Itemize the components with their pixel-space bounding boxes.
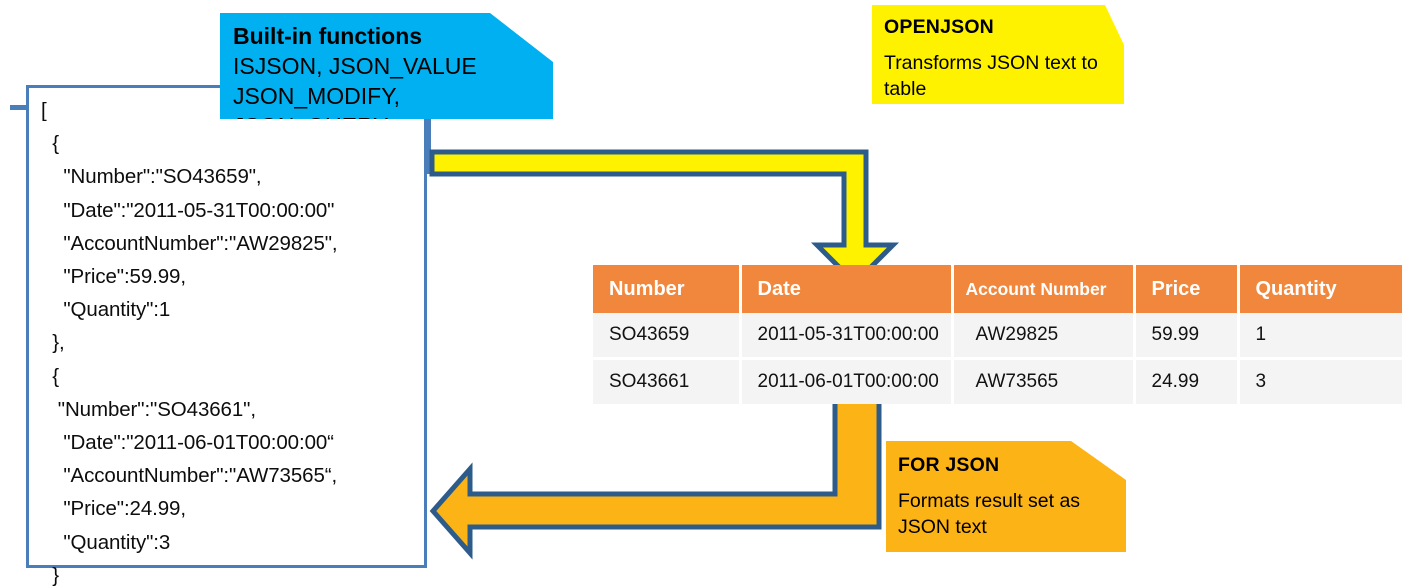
callout-for-json-body: Formats result set as JSON text [898,490,1081,538]
cell-quantity: 3 [1238,358,1402,404]
table-header-row: Number Date Account Number Price Quantit… [593,265,1402,313]
table-to-json-arrow [429,395,882,560]
callout-openjson-body: Transforms JSON text to table [884,52,1098,100]
callout-openjson: OPENJSON Transforms JSON text to table [872,5,1124,104]
callout-built-in-functions-body: ISJSON, JSON_VALUE JSON_MODIFY, JSON_QUE… [233,53,477,119]
callout-for-json: FOR JSON Formats result set as JSON text [886,441,1126,552]
cell-price: 24.99 [1134,358,1240,404]
callout-built-in-functions: Built-in functions ISJSON, JSON_VALUE JS… [220,13,553,119]
json-document-panel: [ { "Number":"SO43659", "Date":"2011-05-… [26,85,427,587]
result-set-table: Number Date Account Number Price Quantit… [593,265,1402,404]
table-row: SO43661 2011-06-01T00:00:00 AW73565 24.9… [593,358,1402,404]
json-document-text: [ { "Number":"SO43659", "Date":"2011-05-… [41,99,338,587]
cell-number: SO43661 [593,358,742,404]
cell-date: 2011-05-31T00:00:00 [740,313,954,360]
callout-openjson-title: OPENJSON [884,16,994,38]
callout-built-in-functions-title: Built-in functions [233,23,423,49]
table-header-price: Price [1134,265,1240,313]
cell-account-number: AW29825 [952,313,1136,360]
cell-price: 59.99 [1134,313,1240,360]
table-header-number: Number [593,265,742,313]
cell-date: 2011-06-01T00:00:00 [740,358,954,404]
cell-number: SO43659 [593,313,742,360]
json-to-table-arrow [429,149,900,287]
table-header-date: Date [740,265,954,313]
table-header-quantity: Quantity [1238,265,1402,313]
table-header-account-number: Account Number [952,265,1136,313]
callout-for-json-title: FOR JSON [898,454,1000,476]
cell-account-number: AW73565 [952,358,1136,404]
cell-quantity: 1 [1238,313,1402,360]
callout-leader-line-vertical [426,84,431,174]
table-row: SO43659 2011-05-31T00:00:00 AW29825 59.9… [593,313,1402,360]
